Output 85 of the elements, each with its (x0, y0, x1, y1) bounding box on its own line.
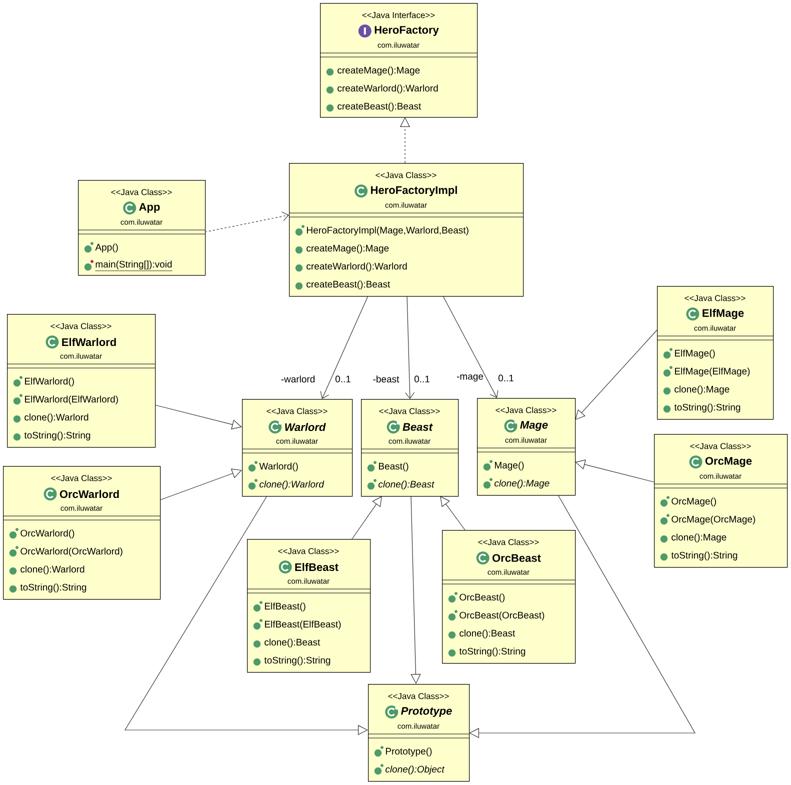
method-label: clone():Mage (672, 534, 726, 542)
stereotype-label: <<Java Interface>> (362, 12, 435, 18)
role-label: 0..1 (498, 374, 514, 382)
method-label: ElfMage(ElfMage) (675, 368, 750, 376)
role-label: 0..1 (334, 375, 352, 383)
arrow (320, 296, 368, 399)
method-label: clone():Mage (494, 480, 550, 488)
method-label: clone():Warlord (260, 480, 324, 490)
stereotype-label: <<Java Class>> (690, 442, 751, 450)
method-label: clone():Beast (378, 480, 434, 490)
method-label: createMage():Mage (338, 66, 420, 76)
method-label: OrcWarlord(OrcWarlord) (20, 548, 122, 556)
arrow (160, 468, 242, 500)
method-label: createMage():Mage (306, 244, 389, 254)
class-name: HeroFactoryImpl (371, 186, 457, 196)
method-label: toString():String (671, 552, 738, 560)
role-label: -warlord (280, 375, 316, 383)
arrow (469, 494, 696, 738)
method-label: clone():Beast (264, 638, 320, 648)
class-name: HeroFactory (374, 26, 439, 36)
role-label: -beast (372, 375, 400, 383)
method-label: toString():String (24, 432, 90, 440)
stereotype-label: <<Java Class>> (111, 188, 172, 196)
arrow (405, 296, 415, 399)
method-label: ElfBeast(ElfBeast) (265, 620, 341, 630)
method-label: Beast() (379, 462, 408, 472)
method-label: clone():Object (386, 766, 445, 774)
arrow (575, 460, 654, 482)
method-label: createBeast():Beast (306, 280, 390, 290)
class-name: ElfMage (702, 308, 744, 320)
role-label: -mage (456, 374, 484, 382)
class-name: Prototype (401, 707, 452, 717)
method-label: OrcMage(OrcMage) (672, 516, 756, 524)
method-label: ElfWarlord(ElfWarlord) (25, 396, 118, 404)
class-name: ElfBeast (295, 562, 338, 572)
method-label: clone():Warlord (20, 566, 84, 574)
class-name: ElfWarlord (62, 338, 116, 346)
stereotype-label: <<Java Class>> (50, 322, 112, 330)
class-name: Warlord (285, 422, 326, 432)
stereotype-label: <<Java Class>> (379, 408, 440, 414)
arrow (575, 330, 658, 420)
method-label: App() (95, 244, 118, 252)
method-label: OrcWarlord() (20, 530, 74, 538)
method-label: clone():Mage (674, 386, 730, 394)
stereotype-label: <<Java Class>> (496, 406, 556, 414)
stereotype-label: <<Java Class>> (376, 172, 436, 178)
stereotype-label: <<Java Class>> (388, 692, 449, 700)
arrow (440, 496, 466, 530)
class-name: OrcBeast (492, 554, 541, 562)
method-label: toString():String (674, 404, 740, 412)
stereotype-label: <<Java Class>> (278, 548, 339, 554)
class-name: Beast (402, 423, 433, 431)
method-label: Prototype() (386, 748, 432, 756)
stereotype-label: <<Java Class>> (684, 294, 746, 302)
method-label: createBeast():Beast (338, 102, 422, 112)
method-label: OrcBeast() (460, 594, 505, 602)
method-label: clone():Warlord (24, 414, 88, 422)
arrow (352, 496, 382, 540)
class-name: OrcMage (705, 457, 752, 468)
method-label: Warlord() (259, 462, 298, 472)
method-label: clone():Beast (460, 630, 516, 638)
arrow (204, 212, 290, 232)
method-label: OrcMage() (672, 498, 716, 506)
stereotype-label: <<Java Class>> (51, 474, 112, 482)
method-label: toString():String (264, 656, 330, 666)
arrow (442, 296, 498, 398)
method-label: main(String[]):void (95, 260, 172, 272)
method-label: Mage() (495, 462, 524, 470)
method-label: toString():String (20, 584, 86, 592)
class-name: Mage (520, 421, 548, 431)
method-label: createWarlord():Warlord (338, 84, 438, 94)
method-label: ElfBeast() (265, 602, 306, 612)
arrow (154, 404, 242, 430)
method-label: OrcBeast(OrcBeast) (460, 612, 544, 620)
method-label: ElfWarlord() (25, 378, 74, 386)
class-name: App (139, 203, 160, 213)
method-label: ElfMage() (675, 350, 715, 358)
arrow (410, 496, 421, 684)
role-label: 0..1 (414, 375, 430, 383)
method-label: HeroFactoryImpl(Mage,Warlord,Beast) (307, 226, 468, 236)
method-label: createWarlord():Warlord (306, 262, 407, 272)
stereotype-label: <<Java Class>> (266, 408, 328, 414)
stereotype-label: <<Java Class>> (478, 538, 539, 546)
method-label: toString():String (459, 648, 526, 656)
class-name: OrcWarlord (60, 490, 119, 498)
